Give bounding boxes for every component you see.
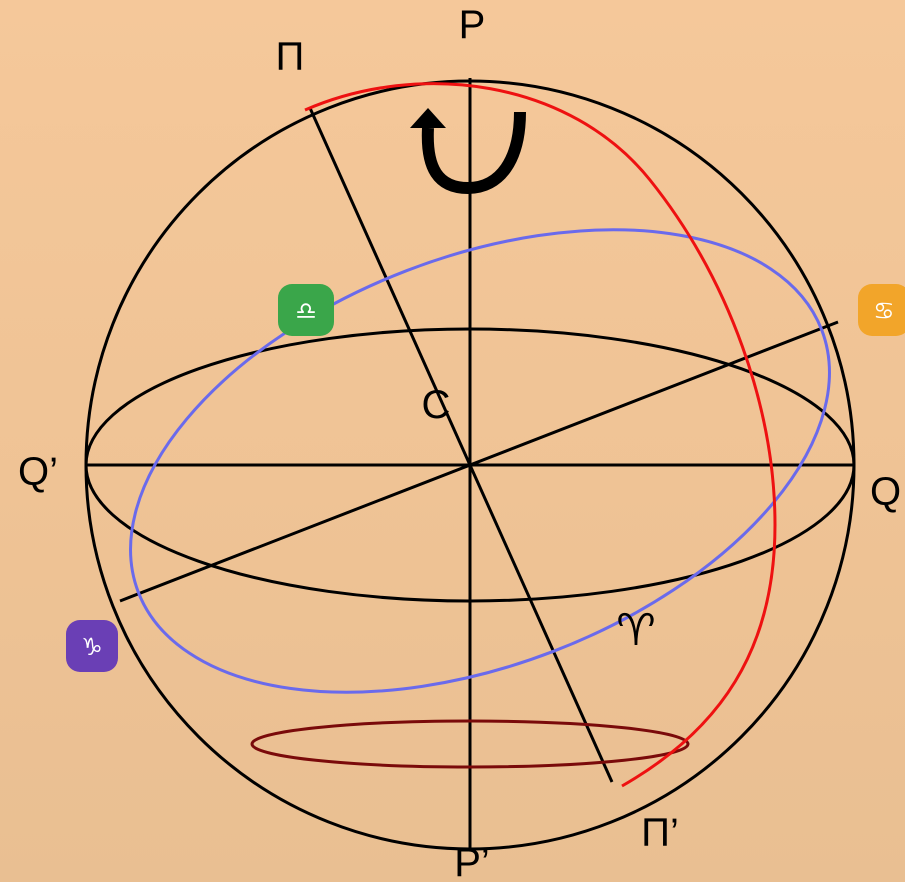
- cancer-icon: ♋: [858, 284, 905, 336]
- ecliptic-meridian-arc: [304, 82, 777, 788]
- ecliptic-axis: [308, 107, 614, 783]
- rotation-arrow-icon: [410, 108, 526, 195]
- capricorn-icon: ♑: [66, 620, 118, 672]
- label-P-prime: P’: [454, 841, 490, 882]
- label-Q: Q: [870, 470, 901, 514]
- label-aries: ♈︎: [616, 605, 655, 656]
- label-Pi: Π: [276, 35, 305, 79]
- polar-circle: [250, 719, 690, 769]
- solstice-line: [119, 320, 839, 603]
- libra-icon: ♎: [278, 284, 334, 336]
- label-C: C: [422, 383, 451, 427]
- label-Q-prime: Q’: [18, 450, 58, 494]
- ecliptic-circle: [129, 228, 831, 694]
- label-P: P: [459, 3, 486, 47]
- cancer-glyph: ♋: [873, 297, 895, 325]
- libra-glyph: ♎: [295, 297, 317, 325]
- label-Pi-prime: Π’: [641, 811, 679, 855]
- capricorn-glyph: ♑: [81, 633, 103, 661]
